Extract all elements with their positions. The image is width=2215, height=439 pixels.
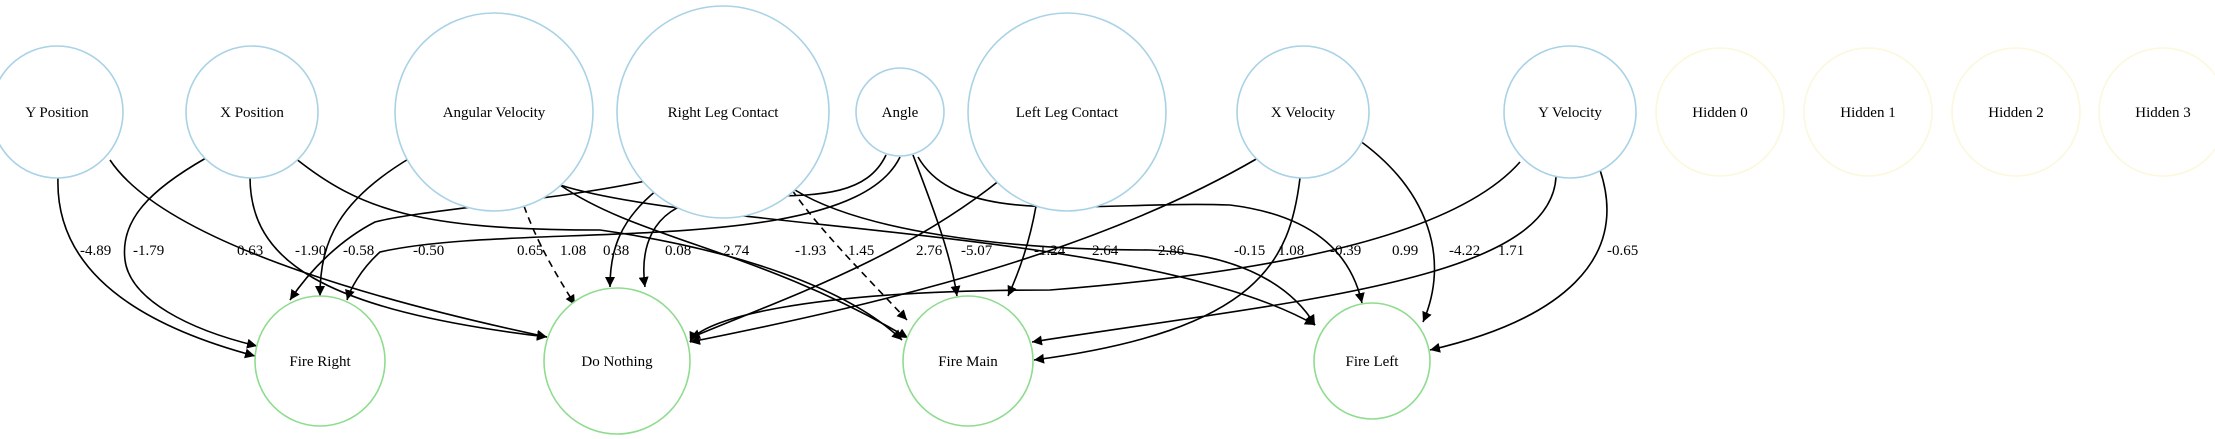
- connections: [57, 137, 1608, 364]
- edge-angle-to-fire_right: [345, 156, 901, 301]
- node-fire-main: Fire Main: [902, 295, 1034, 427]
- node-label: Angular Velocity: [443, 105, 546, 121]
- edge-weight-label: 2.64: [1092, 243, 1119, 259]
- edge-ang_vel-to-fire_right: [315, 157, 411, 297]
- node-label: Fire Main: [938, 354, 998, 370]
- node-y-vel: Y Velocity: [1503, 45, 1637, 179]
- edge-weight-label: -5.07: [961, 243, 993, 259]
- node-label: Fire Right: [289, 354, 351, 370]
- edge-x_vel-to-fire_main: [1033, 177, 1301, 364]
- edge-x_pos-to-fire_main: [294, 157, 903, 341]
- edge-l_leg-to-fire_main: [1007, 205, 1037, 297]
- edge-weight-label: 0.65: [517, 243, 543, 259]
- node-r-leg: Right Leg Contact: [616, 5, 830, 219]
- neurons: Y Position X Position Angular Velocity Righ…: [0, 5, 2215, 435]
- node-circle: [543, 287, 691, 435]
- edge-weight-label: 1.71: [1498, 243, 1524, 259]
- edge-weight-label: 0.63: [237, 243, 263, 259]
- edge-l_leg-to-do_nothing: [689, 179, 1001, 339]
- edge-r_leg-to-fire_left: [794, 189, 1316, 326]
- node-h1: Hidden 1: [1803, 47, 1933, 177]
- edge-weight-label: 1.45: [848, 243, 874, 259]
- edge-weight-label: -0.58: [343, 243, 374, 259]
- node-circle: [1503, 45, 1637, 179]
- node-fire-left: Fire Left: [1313, 302, 1431, 420]
- node-ang-vel: Angular Velocity: [394, 12, 594, 212]
- node-label: Hidden 3: [2135, 105, 2190, 121]
- edge-y_vel-to-fire_main: [1031, 176, 1557, 346]
- edge-weight-label: -0.15: [1234, 243, 1265, 259]
- node-circle: [1951, 47, 2081, 177]
- node-y-pos: Y Position: [0, 45, 124, 179]
- edge-weight-label: 1.08: [560, 243, 586, 259]
- node-label: Do Nothing: [581, 354, 653, 370]
- edge-weight-label: 0.38: [603, 243, 629, 259]
- edge-x_vel-to-do_nothing: [689, 157, 1259, 345]
- edge-r_leg-to-fire_main: [791, 189, 908, 321]
- node-label: Hidden 1: [1840, 105, 1895, 121]
- node-label: Y Position: [25, 105, 89, 121]
- edge-weight-label: -0.39: [1330, 243, 1361, 259]
- edge-ang_vel-to-fire_left: [559, 184, 1316, 326]
- edge-x_vel-to-fire_left: [1355, 137, 1436, 323]
- node-circle: [2098, 47, 2215, 177]
- edge-ang_vel-to-do_nothing: [523, 205, 576, 306]
- node-label: Hidden 0: [1692, 105, 1747, 121]
- node-label: Left Leg Contact: [1016, 105, 1119, 121]
- node-circle: [616, 5, 830, 219]
- node-circle: [902, 295, 1034, 427]
- node-circle: [185, 45, 319, 179]
- node-label: Y Velocity: [1538, 105, 1602, 121]
- edge-weight-label: -0.65: [1607, 243, 1638, 259]
- edge-y_pos-to-fire_right: [57, 176, 256, 359]
- edge-weight-label: -4.89: [80, 243, 111, 259]
- edge-x_pos-to-do_nothing: [249, 176, 548, 341]
- edge-x_pos-to-fire_right: [123, 157, 258, 349]
- edge-weight-label: -1.90: [295, 243, 326, 259]
- node-x-pos: X Position: [185, 45, 319, 179]
- edge-weight-label: -1.24: [1034, 243, 1066, 259]
- edge-y_vel-to-do_nothing: [689, 161, 1521, 343]
- edge-weight-label: 2.76: [916, 243, 943, 259]
- node-h3: Hidden 3: [2098, 47, 2215, 177]
- node-circle: [1236, 45, 1370, 179]
- edge-weight-label: 2.86: [1158, 243, 1185, 259]
- node-l-leg: Left Leg Contact: [967, 12, 1167, 212]
- node-circle: [0, 45, 124, 179]
- node-label: Hidden 2: [1988, 105, 2043, 121]
- node-circle: [967, 12, 1167, 212]
- edge-y_vel-to-fire_left: [1429, 169, 1608, 353]
- node-do-nothing: Do Nothing: [543, 287, 691, 435]
- edge-weight-label: 0.08: [665, 243, 691, 259]
- node-label: X Position: [220, 105, 284, 121]
- edge-weight-label: -0.50: [413, 243, 444, 259]
- node-fire-right: Fire Right: [254, 295, 386, 427]
- node-label: Right Leg Contact: [668, 105, 780, 121]
- node-label: Fire Left: [1346, 354, 1400, 370]
- node-circle: [1803, 47, 1933, 177]
- edge-weight-label: 0.99: [1392, 243, 1418, 259]
- edge-weight-label: 1.08: [1278, 243, 1304, 259]
- node-h0: Hidden 0: [1655, 47, 1785, 177]
- node-x-vel: X Velocity: [1236, 45, 1370, 179]
- node-label: X Velocity: [1271, 105, 1336, 121]
- edge-weight-label: -1.93: [795, 243, 826, 259]
- edge-weight-label: -4.22: [1449, 243, 1480, 259]
- edge-weight-label: -1.79: [133, 243, 164, 259]
- edge-weight-label: 2.74: [723, 243, 750, 259]
- node-angle: Angle: [855, 67, 945, 157]
- edge-r_leg-to-do_nothing: [605, 189, 658, 288]
- node-label: Angle: [882, 105, 919, 121]
- node-circle: [254, 295, 386, 427]
- node-circle: [394, 12, 594, 212]
- edge-angle-to-fire_left: [917, 156, 1365, 304]
- connection-weights: -4.89 -1.79 0.63 -1.90 -0.58 -0.50 0.65 1.08 0.3…: [80, 243, 1638, 259]
- node-circle: [1655, 47, 1785, 177]
- node-h2: Hidden 2: [1951, 47, 2081, 177]
- node-circle: [855, 67, 945, 157]
- node-circle: [1313, 302, 1431, 420]
